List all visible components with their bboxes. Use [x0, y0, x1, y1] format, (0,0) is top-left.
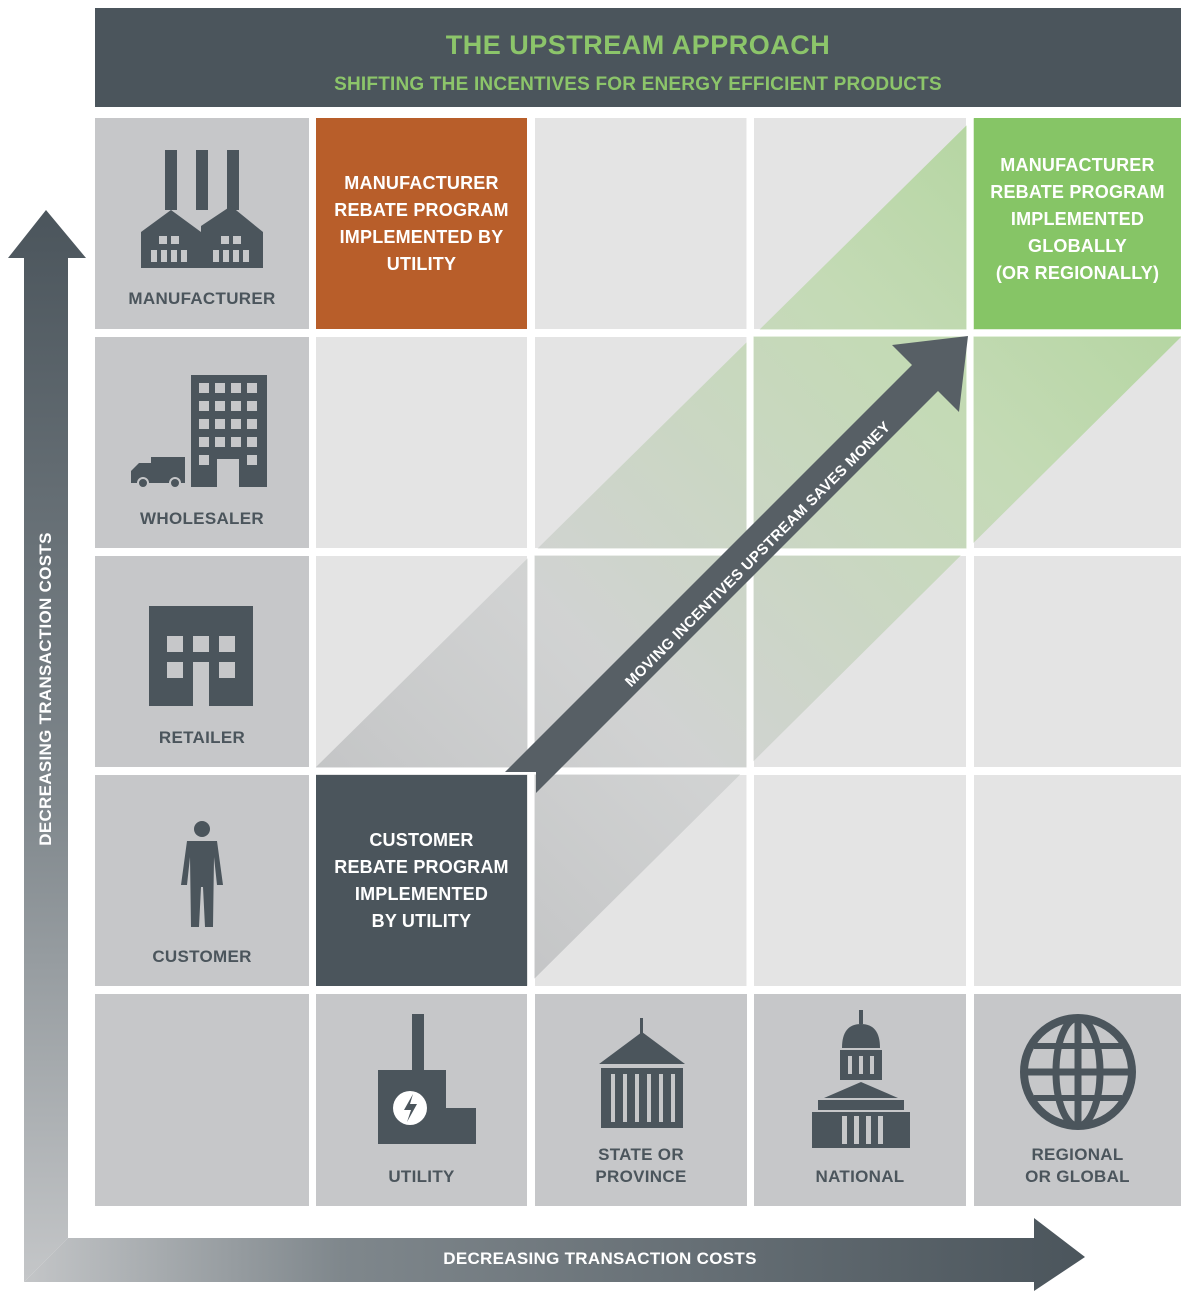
horizontal-axis-label: DECREASING TRANSACTION COSTS	[443, 1249, 757, 1268]
col-global-cell: REGIONAL OR GLOBAL	[974, 994, 1181, 1206]
grid-cell	[974, 775, 1181, 986]
box-manufacturer-global-line1: MANUFACTURER	[1000, 155, 1155, 175]
col-label-global-line1: REGIONAL	[1031, 1145, 1124, 1164]
row-label-customer: CUSTOMER	[152, 947, 252, 966]
horizontal-axis-arrow	[24, 1218, 1085, 1291]
box-manufacturer-utility-line4: UTILITY	[386, 254, 457, 274]
box-manufacturer-global-line5: (OR REGIONALLY)	[995, 263, 1160, 283]
box-manufacturer-global-line2: REBATE PROGRAM	[990, 182, 1165, 202]
capitol-icon	[812, 1010, 910, 1148]
box-manufacturer-utility-line3: IMPLEMENTED BY	[339, 227, 504, 247]
col-label-utility: UTILITY	[388, 1167, 455, 1186]
grid-cell	[535, 118, 747, 329]
box-manufacturer-utility-line2: REBATE PROGRAM	[334, 200, 509, 220]
grid-cell	[754, 775, 966, 986]
box-customer-utility-line1: CUSTOMER	[369, 830, 474, 850]
grid-cell	[316, 337, 527, 548]
row-manufacturer-cell: MANUFACTURER	[95, 118, 309, 329]
person-icon	[181, 821, 223, 927]
diagram-subtitle: SHIFTING THE INCENTIVES FOR ENERGY EFFIC…	[334, 74, 942, 95]
box-manufacturer-global-line4: GLOBALLY	[1028, 236, 1127, 256]
diagonal-arrow	[505, 336, 968, 793]
box-customer-utility: CUSTOMER REBATE PROGRAM IMPLEMENTED BY U…	[316, 775, 527, 986]
box-manufacturer-utility-line1: MANUFACTURER	[344, 173, 499, 193]
row-label-manufacturer: MANUFACTURER	[128, 289, 276, 308]
box-customer-utility-line3: IMPLEMENTED	[354, 884, 489, 904]
vertical-axis-label: DECREASING TRANSACTION COSTS	[36, 532, 55, 846]
diagram-title: THE UPSTREAM APPROACH	[445, 30, 831, 60]
factory-icon	[141, 150, 263, 268]
box-customer-utility-line2: REBATE PROGRAM	[334, 857, 509, 877]
col-national-cell: NATIONAL	[754, 994, 966, 1206]
header-banner: THE UPSTREAM APPROACH SHIFTING THE INCEN…	[95, 8, 1181, 107]
col-label-global-line2: OR GLOBAL	[1025, 1167, 1130, 1186]
box-manufacturer-global: MANUFACTURER REBATE PROGRAM IMPLEMENTED …	[974, 118, 1181, 329]
row-retailer-cell: RETAILER	[95, 556, 309, 767]
box-customer-utility-line4: BY UTILITY	[371, 911, 472, 931]
box-manufacturer-global-line3: IMPLEMENTED	[1010, 209, 1145, 229]
store-icon	[149, 606, 253, 706]
row-customer-cell: CUSTOMER	[95, 775, 309, 986]
row-label-wholesaler: WHOLESALER	[140, 509, 264, 528]
col-utility-cell: UTILITY	[316, 994, 527, 1206]
row-label-retailer: RETAILER	[158, 728, 246, 747]
col-label-national: NATIONAL	[815, 1167, 905, 1186]
box-manufacturer-utility: MANUFACTURER REBATE PROGRAM IMPLEMENTED …	[316, 118, 527, 329]
power-plant-icon	[378, 1014, 476, 1144]
globe-icon	[1020, 1014, 1136, 1130]
warehouse-truck-icon	[131, 375, 267, 489]
col-label-state-line2: PROVINCE	[595, 1167, 687, 1186]
government-building-icon	[599, 1018, 685, 1128]
col-state-cell: STATE OR PROVINCE	[535, 994, 747, 1206]
grid-cell	[974, 556, 1181, 767]
row-wholesaler-cell: WHOLESALER	[95, 337, 309, 548]
col-label-state-line1: STATE OR	[598, 1145, 684, 1164]
corner-cell	[95, 994, 309, 1206]
vertical-axis-arrow	[8, 210, 86, 1282]
